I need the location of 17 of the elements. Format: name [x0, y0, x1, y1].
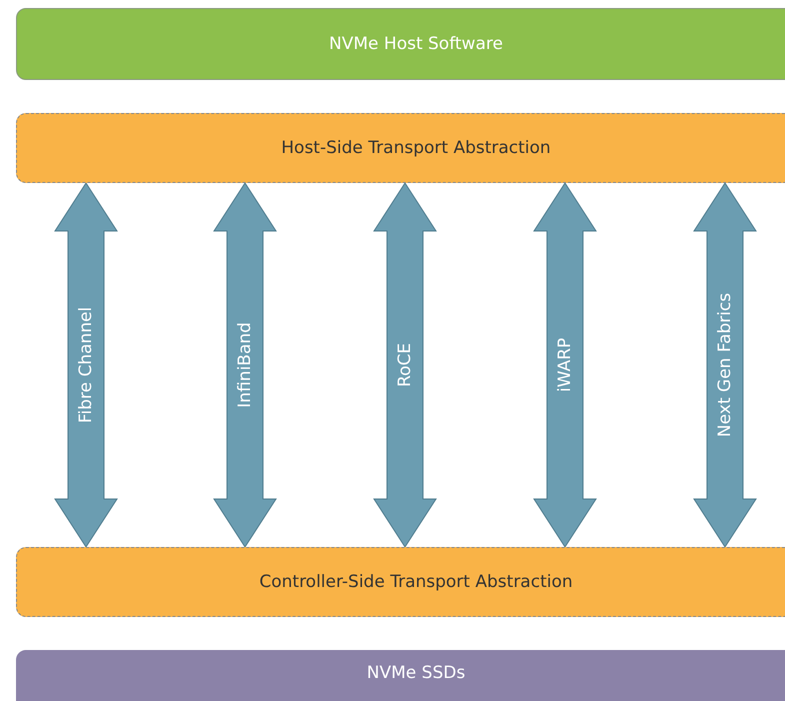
double-arrow [373, 182, 437, 548]
edge-label: Next Gen Fabrics [714, 292, 736, 438]
edge-label: InfiniBand [234, 322, 256, 408]
edge-label: RoCE [394, 342, 416, 388]
double-arrow [693, 182, 757, 548]
layer-title: Controller-Side Transport Abstraction [259, 572, 573, 592]
layer-title: NVMe Host Software [329, 34, 503, 54]
edge-label: iWARP [554, 338, 576, 392]
double-arrow [54, 182, 118, 548]
double-arrow [213, 182, 277, 548]
edge-label: Fibre Channel [75, 306, 97, 424]
layer-title: NVMe SSDs [366, 663, 466, 683]
layer-box [16, 113, 785, 183]
layer-box [16, 547, 785, 617]
layer-title: Host-Side Transport Abstraction [281, 138, 551, 158]
double-arrow [533, 182, 597, 548]
layer-box [16, 8, 785, 80]
